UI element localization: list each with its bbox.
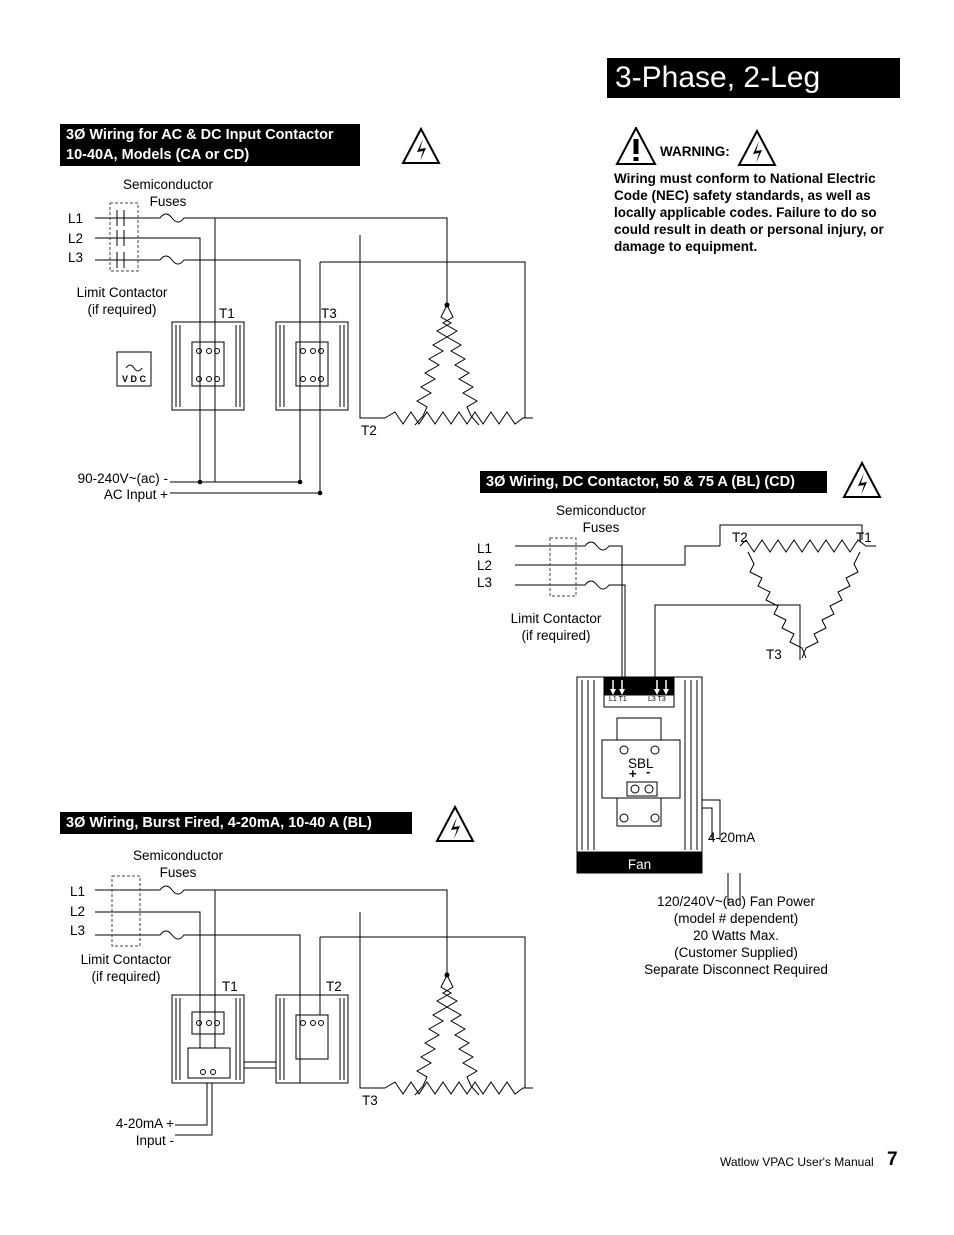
fan-note-1: 120/240V~(ac) Fan Power: [657, 894, 815, 909]
section2-t1: T1: [856, 530, 872, 545]
section1-l2: L2: [68, 231, 84, 246]
section3-input-line2: Input -: [135, 1133, 174, 1148]
section2-l3: L3: [477, 575, 493, 590]
sbl-label: SBL: [628, 756, 654, 771]
section2-fan-wires: [727, 873, 741, 905]
contactor-line2: (if required): [521, 628, 591, 643]
section1-t2: T2: [361, 423, 377, 438]
section2-l2: L2: [477, 558, 493, 573]
contactor-line1: Limit Contactor: [76, 285, 168, 300]
section3-contactor-label: Limit Contactor (if required): [66, 951, 186, 985]
section2-controller: [576, 676, 703, 874]
section2-fuses-label: Semiconductor Fuses: [551, 502, 651, 536]
section2-wiring: [515, 524, 863, 840]
fuses-line1: Semiconductor: [555, 503, 647, 518]
shock-hazard-icon: [402, 128, 440, 164]
fan-note-3: 20 Watts Max.: [693, 928, 779, 943]
section3-input-line1: 4-20mA +: [115, 1116, 174, 1131]
warning-text: Wiring must conform to National Electric…: [614, 171, 884, 254]
section2-terminal-arrows: [610, 680, 669, 695]
section3-l3: L3: [70, 923, 86, 938]
section1-t3: T3: [321, 306, 337, 321]
warning-label: WARNING:: [660, 144, 730, 159]
section1-header-line2: 10-40A, Models (CA or CD): [66, 147, 250, 163]
vdc-icon: [116, 351, 152, 387]
fuses-line2: Fuses: [149, 194, 187, 209]
fan-power-note: 120/240V~(ac) Fan Power (model # depende…: [620, 893, 852, 978]
vdc-label: V D C: [121, 374, 146, 384]
sbl-plus: +: [629, 766, 637, 781]
terminal-right-label: L3 T3: [648, 696, 666, 703]
section2-ma-label: 4-20mA: [708, 830, 756, 845]
section2-t3: T3: [766, 647, 782, 662]
section2-delta-load: [739, 539, 876, 659]
terminal-left-label: L1 T1: [609, 696, 627, 703]
section3-header: 3Ø Wiring, Burst Fired, 4-20mA, 10-40 A …: [60, 812, 412, 834]
shock-hazard-icon: [436, 806, 474, 842]
fuses-line2: Fuses: [582, 520, 620, 535]
section1-ac-line2: AC Input +: [103, 487, 168, 502]
fuses-line1: Semiconductor: [122, 177, 214, 192]
section2-l1: L1: [477, 541, 493, 556]
section2-contactor-label: Limit Contactor (if required): [496, 610, 616, 644]
section1-controller-t3: [275, 321, 349, 411]
section3-controller-t2: [275, 994, 349, 1084]
section1-l3: L3: [68, 250, 84, 265]
fan-note-5: Separate Disconnect Required: [644, 962, 828, 977]
section1-l1: L1: [68, 211, 84, 226]
section1-fuses-label: Semiconductor Fuses: [118, 176, 218, 210]
section3-delta-load: [384, 972, 533, 1096]
section1-delta-load: [384, 302, 533, 426]
page-title: 3-Phase, 2-Leg Wiring: [607, 58, 900, 134]
fan-note-2: (model # dependent): [673, 911, 799, 926]
contactor-line2: (if required): [91, 969, 161, 984]
sbl-minus: -: [646, 764, 651, 779]
section3-fuses-label: Semiconductor Fuses: [128, 847, 228, 881]
section1-junctions: [197, 479, 323, 496]
section3-l2: L2: [70, 904, 86, 919]
section3-controller-t1: [171, 994, 245, 1084]
section3-l1: L1: [70, 884, 86, 899]
shock-hazard-icon: [843, 462, 881, 498]
section3-t1: T1: [222, 979, 238, 994]
section1-header: 3Ø Wiring for AC & DC Input Contactor 10…: [60, 124, 360, 166]
page-number: 7: [887, 1149, 898, 1170]
section1-contactor-label: Limit Contactor (if required): [62, 284, 182, 318]
section3-t3: T3: [362, 1093, 378, 1108]
warning-exclamation-icon: [615, 125, 657, 165]
section1-header-line1: 3Ø Wiring for AC & DC Input Contactor: [66, 127, 334, 143]
section3-t2: T2: [326, 979, 342, 994]
section1-controller-t1: [171, 321, 245, 411]
fan-label: Fan: [627, 857, 652, 872]
footer-manual-title: Watlow VPAC User's Manual: [720, 1155, 874, 1169]
fuses-line1: Semiconductor: [132, 848, 224, 863]
shock-hazard-icon: [738, 130, 776, 166]
section1-t1: T1: [219, 306, 235, 321]
contactor-line2: (if required): [87, 302, 157, 317]
section2-t2: T2: [732, 530, 748, 545]
contactor-line1: Limit Contactor: [80, 952, 172, 967]
contactor-line1: Limit Contactor: [510, 611, 602, 626]
section1-ac-line1: 90-240V~(ac) -: [77, 471, 168, 486]
fan-note-4: (Customer Supplied): [674, 945, 798, 960]
section2-header: 3Ø Wiring, DC Contactor, 50 & 75 A (BL) …: [480, 471, 827, 493]
fuses-line2: Fuses: [159, 865, 197, 880]
